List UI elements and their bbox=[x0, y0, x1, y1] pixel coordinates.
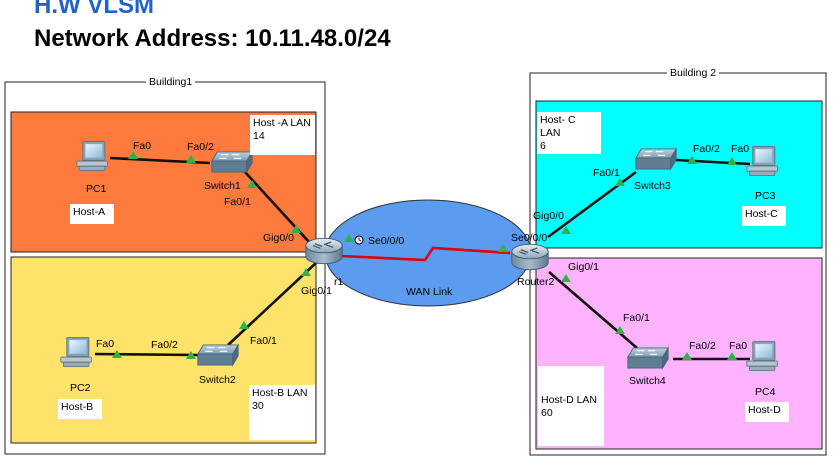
port-router1-se0-0-0: Se0/0/0 bbox=[368, 235, 405, 247]
lan-a-hosts: 14 bbox=[253, 130, 265, 142]
building1-label: Building1 bbox=[146, 76, 196, 88]
pc3-name: PC3 bbox=[755, 190, 776, 202]
port-pc3-fa0: Fa0 bbox=[731, 143, 750, 155]
port-pc1-fa0: Fa0 bbox=[133, 140, 152, 152]
switch1-name: Switch1 bbox=[204, 180, 241, 192]
port-switch2-fa0-2: Fa0/2 bbox=[151, 339, 178, 351]
port-router1-gig0-0: Gig0/0 bbox=[263, 232, 294, 244]
lan-a-name: Host -A LAN bbox=[253, 117, 311, 129]
lan-b-name: Host-B LAN bbox=[252, 387, 308, 399]
switch1-icon[interactable] bbox=[211, 151, 253, 173]
switch3-name: Switch3 bbox=[634, 180, 671, 192]
pc2-host-label: Host-B bbox=[58, 399, 102, 419]
lan-d-hosts: 60 bbox=[541, 407, 553, 419]
router2-icon[interactable] bbox=[511, 243, 549, 271]
homework-title: H.W VLSM bbox=[34, 0, 154, 19]
lan-c-hosts: 6 bbox=[540, 140, 546, 152]
port-indicators bbox=[112, 151, 737, 360]
port-router1-gig0-1: Gig0/1 bbox=[301, 285, 332, 297]
lan-c-name: Host- C LAN bbox=[540, 114, 576, 139]
lan-d-name: Host-D LAN bbox=[541, 394, 598, 406]
switch4-name: Switch4 bbox=[629, 375, 666, 387]
network-address-title: Network Address: 10.11.48.0/24 bbox=[34, 25, 391, 52]
pc3-host-label: Host-C bbox=[742, 206, 786, 226]
switch4-icon[interactable] bbox=[627, 347, 669, 369]
port-router2-gig0-1: Gig0/1 bbox=[568, 261, 599, 273]
switch2-icon[interactable] bbox=[197, 344, 239, 366]
lan-a-label: Host -A LAN 14 bbox=[250, 115, 315, 155]
lan-d-label: Host-D LAN 60 bbox=[538, 366, 604, 446]
pc4-host-label: Host-D bbox=[745, 402, 789, 422]
lan-b-label: Host-B LAN 30 bbox=[249, 385, 315, 440]
port-switch3-fa0-1: Fa0/1 bbox=[593, 167, 620, 179]
port-pc4-fa0: Fa0 bbox=[729, 340, 748, 352]
wan-link-label: WAN Link bbox=[406, 286, 453, 298]
port-switch4-fa0-2: Fa0/2 bbox=[689, 340, 716, 352]
link-switch3-pc3 bbox=[675, 158, 751, 166]
port-switch3-fa0-2: Fa0/2 bbox=[693, 143, 720, 155]
serial-wan-link bbox=[340, 246, 511, 262]
pc4-name: PC4 bbox=[755, 386, 776, 398]
pc1-host-label: Host-A bbox=[70, 204, 114, 224]
port-switch1-fa0-2: Fa0/2 bbox=[187, 141, 214, 153]
lan-c-label: Host- C LAN 6 bbox=[537, 112, 601, 154]
router2-name: Router2 bbox=[517, 276, 555, 288]
pc1-name: PC1 bbox=[86, 183, 107, 195]
port-switch1-fa0-1: Fa0/1 bbox=[224, 196, 251, 208]
router1-icon[interactable] bbox=[305, 237, 343, 265]
port-router2-gig0-0: Gig0/0 bbox=[533, 210, 564, 222]
port-switch4-fa0-1: Fa0/1 bbox=[623, 312, 650, 324]
pc2-name: PC2 bbox=[70, 382, 91, 394]
switch3-icon[interactable] bbox=[635, 148, 677, 170]
port-router2-se0-0-0: Se0/0/0 bbox=[511, 232, 548, 244]
router1-name: r1 bbox=[334, 276, 344, 288]
port-pc2-fa0: Fa0 bbox=[96, 338, 115, 350]
clock-icon bbox=[354, 235, 364, 245]
link-pc2-switch2 bbox=[94, 352, 199, 357]
port-switch2-fa0-1: Fa0/1 bbox=[250, 335, 277, 347]
lan-b-hosts: 30 bbox=[252, 400, 264, 412]
building2-label: Building 2 bbox=[667, 67, 720, 79]
link-router2-switch4 bbox=[548, 271, 638, 349]
switch2-name: Switch2 bbox=[199, 374, 236, 386]
